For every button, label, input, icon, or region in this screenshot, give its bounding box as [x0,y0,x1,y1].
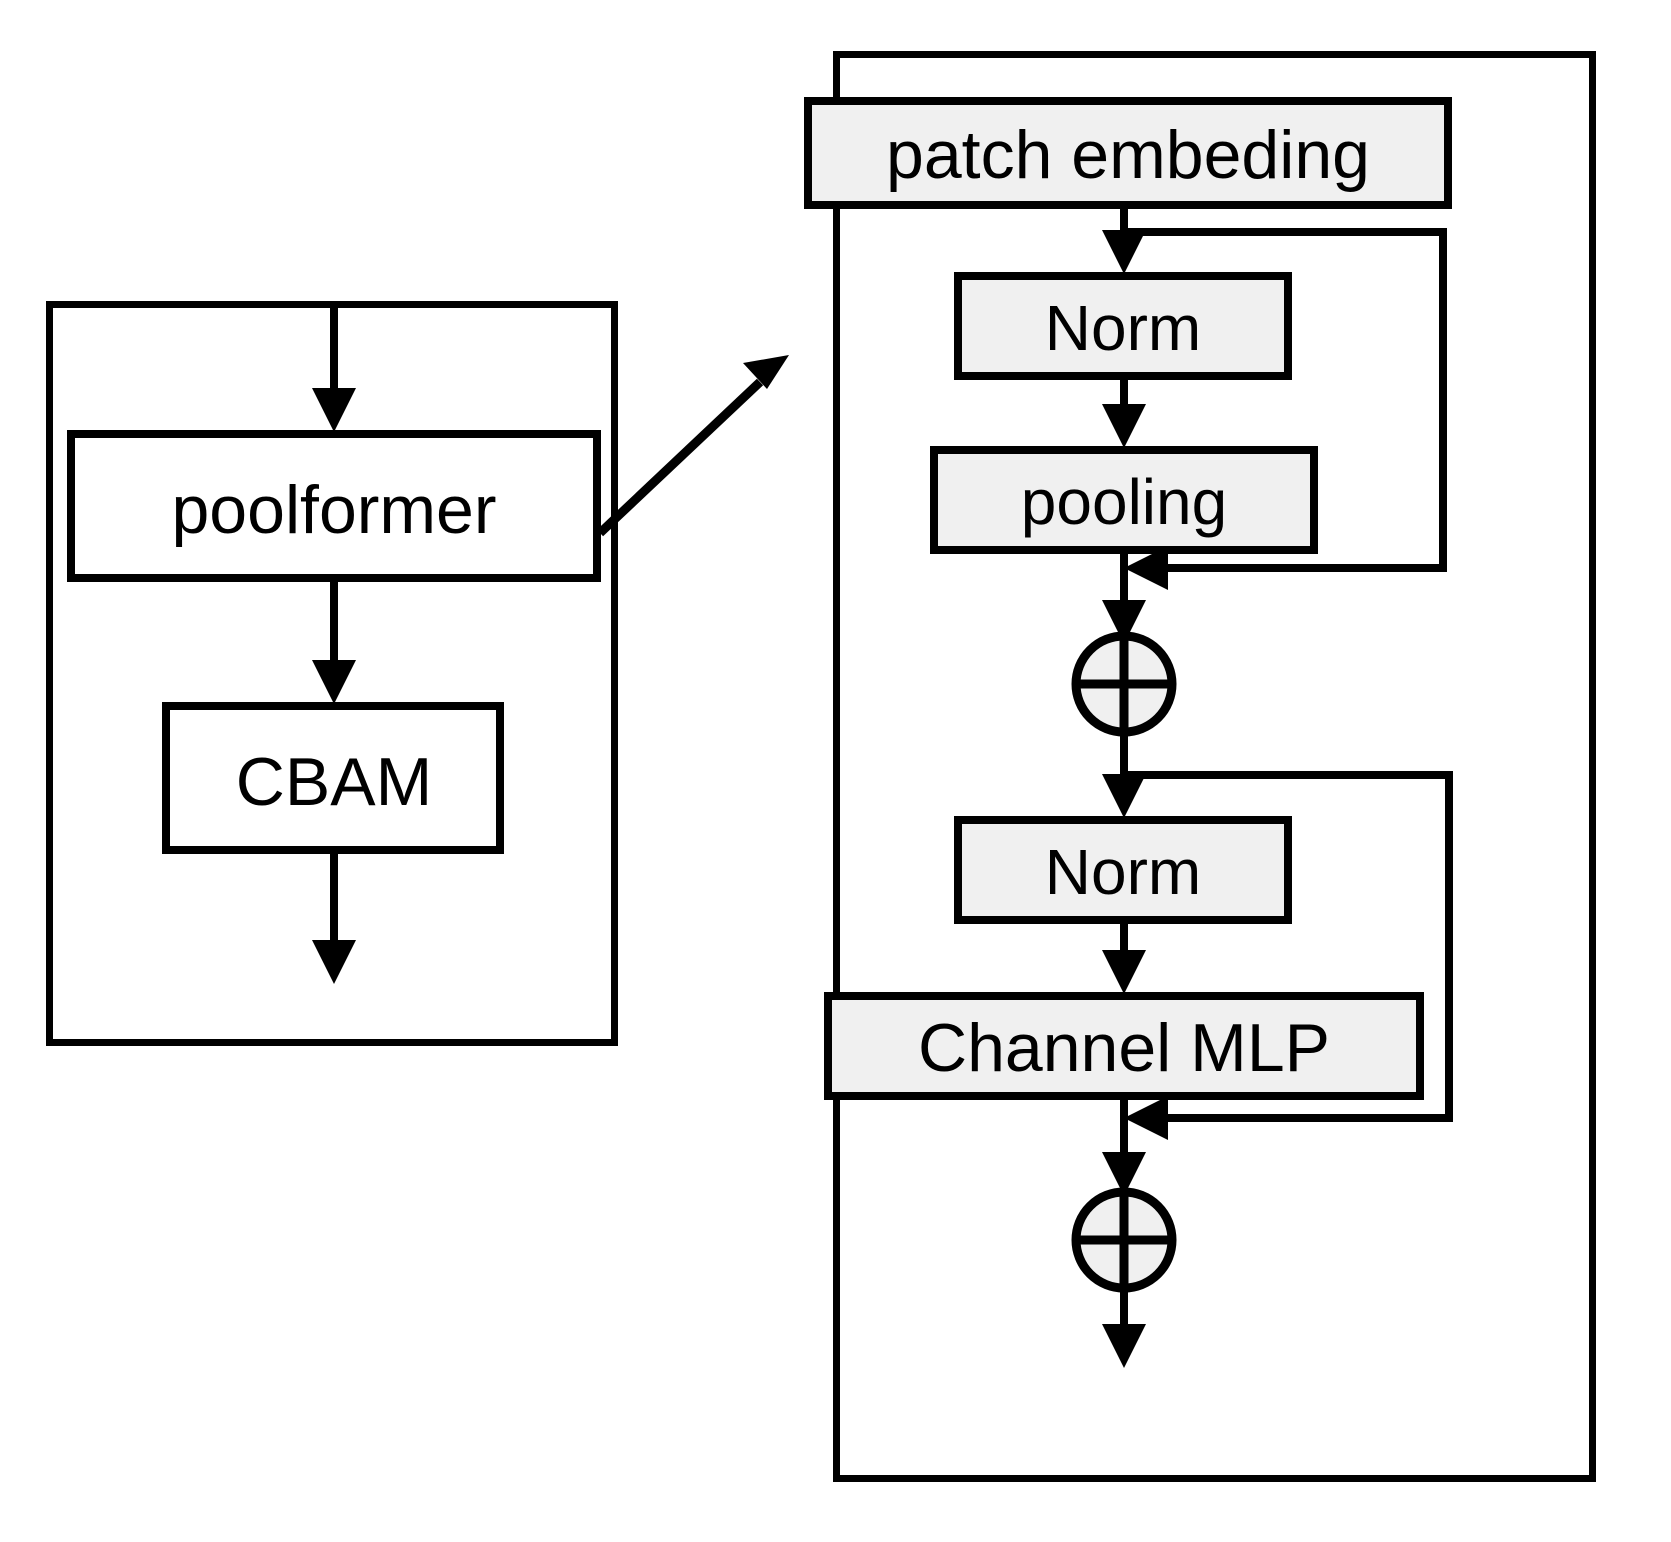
pooling-to-add1-arrow [1102,550,1146,644]
poolformer-to-cbam-arrow [312,578,356,704]
norm1-to-pooling-arrow [1102,376,1146,448]
node-cbam[interactable]: CBAM [162,702,504,854]
norm-1-box[interactable] [954,272,1292,380]
node-patch-embedding[interactable]: patch embeding [804,97,1452,209]
norm2-to-mlp-arrow [1102,920,1146,994]
right-panel-group: patch embeding Norm [804,51,1596,1482]
add1-to-norm2-arrow [1102,732,1146,818]
patch-embedding-label: patch embeding [886,117,1370,193]
residual-connection-2 [1124,771,1453,1140]
norm-1-label: Norm [1045,292,1201,364]
channel-mlp-label: Channel MLP [918,1010,1330,1086]
zoom-in-connector [596,355,789,537]
node-poolformer[interactable]: poolformer [67,430,601,582]
node-add-2[interactable] [1071,1187,1177,1293]
norm-2-label: Norm [1045,836,1201,908]
left-input-arrow [312,304,356,432]
left-output-arrow [312,850,356,984]
cbam-box[interactable] [162,702,504,854]
mlp-to-add2-arrow [1102,1096,1146,1196]
node-add-1[interactable] [1071,631,1177,737]
norm-2-box[interactable] [954,816,1292,924]
residual-connection-1 [1124,228,1447,590]
right-output-arrow [1102,1288,1146,1368]
right-panel-border [833,51,1596,1482]
poolformer-box[interactable] [67,430,601,582]
left-panel-group: poolformer CBAM [46,301,618,1046]
patchembed-to-norm1-arrow [1102,205,1146,274]
node-norm-1[interactable]: Norm [954,272,1292,380]
cbam-label: CBAM [236,744,432,820]
node-pooling[interactable]: pooling [930,446,1318,554]
pooling-label: pooling [1021,466,1227,538]
node-channel-mlp[interactable]: Channel MLP [824,992,1424,1100]
poolformer-label: poolformer [171,472,496,548]
node-norm-2[interactable]: Norm [954,816,1292,924]
